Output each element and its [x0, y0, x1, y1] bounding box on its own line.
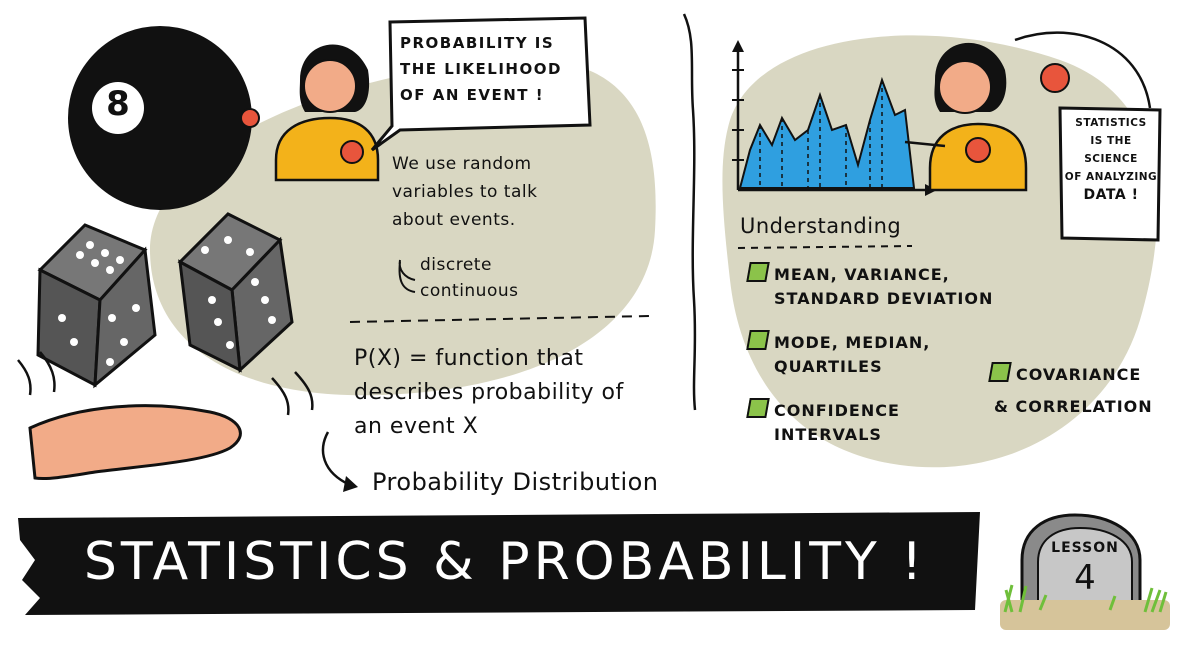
- probability-function-text: P(X) = function that describes probabili…: [354, 342, 624, 444]
- check-icon: [746, 330, 770, 350]
- formula-line: P(X) = function that: [354, 346, 584, 371]
- stat-item-covariance: COVARIANCE & CORRELATION: [988, 362, 1153, 419]
- note-line: variables to talk: [392, 182, 538, 202]
- title-banner: [18, 512, 980, 615]
- speech-line: IS THE: [1090, 135, 1132, 147]
- stat-item-line: MODE, MEDIAN,: [774, 333, 931, 352]
- speech-line: THE LIKELIHOOD: [400, 60, 562, 78]
- banner-title: STATISTICS & PROBABILITY !: [83, 532, 927, 592]
- speech-line: PROBABILITY IS: [400, 34, 555, 52]
- eight-ball-icon: [68, 26, 252, 210]
- hand-icon: [28, 404, 242, 480]
- type-continuous: continuous: [420, 281, 519, 301]
- understanding-underline: [737, 245, 913, 249]
- probability-speech-bubble: [370, 16, 592, 152]
- statistics-speech-text: STATISTICS IS THE SCIENCE OF ANALYZING D…: [1064, 114, 1158, 204]
- distribution-arrow-icon: [321, 431, 351, 487]
- speech-arc: [1014, 31, 1152, 109]
- probability-speech-text: PROBABILITY IS THE LIKELIHOOD OF AN EVEN…: [400, 30, 562, 108]
- note-line: We use random: [392, 154, 532, 174]
- speech-line: SCIENCE: [1084, 153, 1138, 165]
- stat-item-line: QUARTILES: [774, 357, 883, 376]
- stat-item-mode: MODE, MEDIAN, QUARTILES: [746, 330, 931, 379]
- speech-line: OF ANALYZING: [1064, 171, 1158, 183]
- stat-item-line: INTERVALS: [774, 425, 882, 444]
- dice-left-icon: [36, 223, 157, 389]
- statistics-speech-bubble: [1058, 106, 1162, 242]
- note-line: about events.: [392, 210, 516, 230]
- check-icon: [746, 262, 770, 282]
- speech-line: OF AN EVENT !: [400, 86, 545, 104]
- check-icon: [746, 398, 770, 418]
- random-variables-note: We use random variables to talk about ev…: [392, 150, 537, 234]
- probability-character: [240, 44, 380, 182]
- stat-item-mean: MEAN, VARIANCE, STANDARD DEVIATION: [746, 262, 994, 311]
- speech-line: DATA !: [1083, 187, 1139, 203]
- lesson-number: 4: [1074, 558, 1096, 598]
- dice-right-icon: [177, 212, 294, 374]
- stat-item-line: MEAN, VARIANCE,: [774, 265, 950, 284]
- lesson-label: LESSON: [1051, 540, 1119, 556]
- center-divider-line: [682, 13, 697, 411]
- statistics-character: [904, 42, 1070, 192]
- area-chart: [732, 40, 937, 196]
- understanding-heading: Understanding: [740, 214, 902, 238]
- speech-line: STATISTICS: [1075, 117, 1147, 129]
- stat-item-confidence: CONFIDENCE INTERVALS: [746, 398, 900, 447]
- eight-ball-number: 8: [106, 84, 130, 124]
- lesson-badge: [1000, 513, 1170, 630]
- formula-line: an event X: [354, 414, 479, 439]
- stat-item-line: & CORRELATION: [994, 397, 1153, 416]
- motion-lines: [17, 351, 314, 416]
- types-bracket: [398, 259, 416, 293]
- stat-item-line: COVARIANCE: [1016, 365, 1142, 384]
- type-discrete: discrete: [420, 255, 492, 275]
- stat-item-line: STANDARD DEVIATION: [774, 289, 994, 308]
- variable-types: discrete continuous: [420, 252, 519, 304]
- check-icon: [988, 362, 1012, 382]
- probability-distribution-label: Probability Distribution: [372, 468, 659, 496]
- formula-line: describes probability of: [354, 380, 624, 405]
- stat-item-line: CONFIDENCE: [774, 401, 900, 420]
